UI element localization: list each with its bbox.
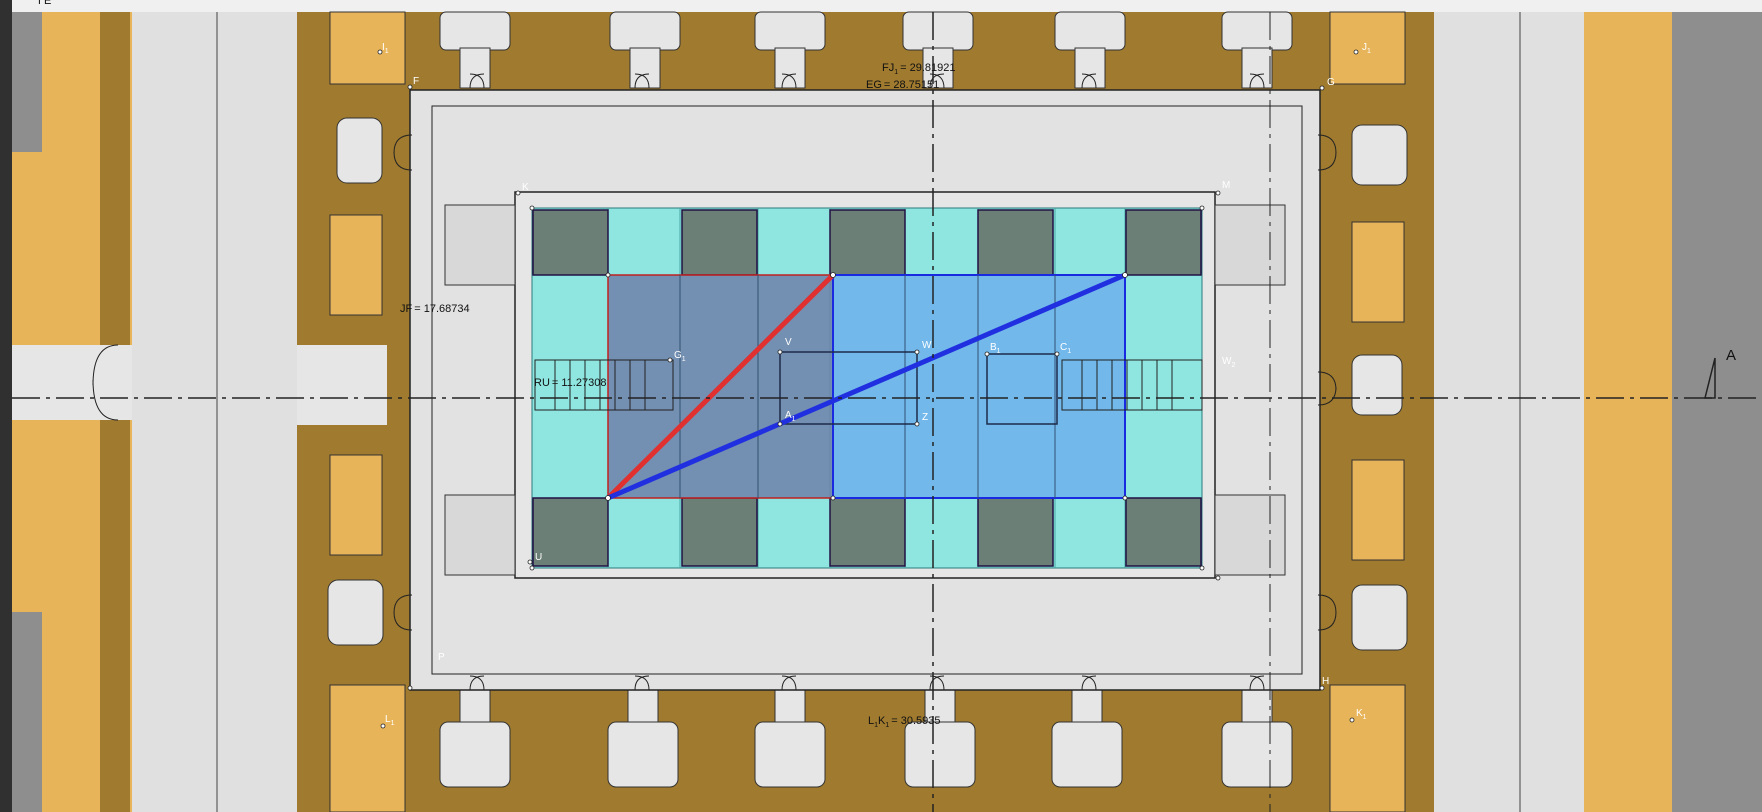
point-p[interactable]: P <box>438 652 445 663</box>
point-markers <box>377 49 1359 729</box>
overlay-grid <box>679 275 1056 498</box>
point-k[interactable]: K <box>522 182 529 193</box>
point-g[interactable]: G <box>1327 77 1335 88</box>
left-doorway <box>12 345 132 420</box>
point-a1[interactable]: A1 <box>785 410 796 423</box>
central-platform-right <box>986 353 1058 425</box>
stairs-left <box>534 359 674 411</box>
niche-left-1 <box>329 214 383 316</box>
niche-right-2 <box>1351 459 1405 561</box>
measure-eg: EG= 28.75151 <box>866 79 939 91</box>
section-marker-icon <box>1704 357 1716 399</box>
hall-side-left-bottom <box>444 494 516 576</box>
left-corridor <box>132 12 297 812</box>
west-entrance <box>297 345 387 425</box>
piers-bottom <box>532 497 1202 567</box>
point-l1[interactable]: L1 <box>385 714 395 727</box>
point-h[interactable]: H <box>1322 676 1329 687</box>
left-gray-top <box>12 12 42 152</box>
measure-l1k1: L1K1= 30.5935 <box>868 715 941 729</box>
blue-rectangle-overlay <box>832 274 1126 499</box>
bottom-bays <box>439 689 1293 788</box>
top-bays <box>439 11 1293 89</box>
point-j1[interactable]: J1 <box>1362 42 1371 55</box>
window-title: ΓΕ <box>38 0 51 7</box>
right-corridor <box>1434 12 1584 812</box>
room-top-left <box>329 11 406 85</box>
measure-fj1: FJ1= 29.81921 <box>882 62 956 76</box>
point-i1[interactable]: I1 <box>382 42 389 55</box>
hall-side-right-top <box>1214 204 1286 286</box>
top-toolbar-strip <box>12 0 1762 12</box>
piers-top <box>532 209 1202 276</box>
point-w2[interactable]: W2 <box>1222 356 1235 369</box>
point-u[interactable]: U <box>535 552 542 563</box>
central-platform-left <box>779 351 918 425</box>
ambulatory-inner-line <box>431 105 1303 675</box>
red-diagonal-line <box>606 273 835 500</box>
stairs-right <box>1061 359 1203 411</box>
door-arc-icon <box>92 73 1337 691</box>
measure-ru: RU= 11.27308 <box>534 377 606 389</box>
point-w[interactable]: W <box>922 340 932 351</box>
point-z[interactable]: Z <box>922 412 928 423</box>
point-labels: I1 J1 F G K M G1 V W B1 C1 W2 A1 Z U P H… <box>382 42 1736 727</box>
section-label-a: A <box>1726 347 1736 364</box>
hall-side-left-top <box>444 204 516 286</box>
point-m[interactable]: M <box>1222 180 1230 191</box>
left-window-border <box>0 0 12 812</box>
point-k1[interactable]: K1 <box>1356 708 1367 721</box>
room-top-right <box>1329 11 1406 85</box>
point-b1[interactable]: B1 <box>990 342 1001 355</box>
niche-right-1 <box>1351 221 1405 323</box>
blue-diagonal-line <box>607 272 1126 501</box>
point-f[interactable]: F <box>413 76 419 87</box>
room-bottom-left <box>329 684 406 812</box>
measure-jf: JF= 17.68734 <box>400 303 470 315</box>
right-gray-strip <box>1672 12 1762 812</box>
point-v[interactable]: V <box>785 337 792 348</box>
niche-left-2 <box>329 454 383 556</box>
room-bottom-right <box>1329 684 1406 812</box>
hall-side-right-bottom <box>1214 494 1286 576</box>
point-g1[interactable]: G1 <box>674 350 686 363</box>
right-outer-room <box>1584 12 1672 812</box>
side-bays <box>327 117 1408 651</box>
left-gray-bottom <box>12 612 42 812</box>
point-c1[interactable]: C1 <box>1060 342 1071 355</box>
